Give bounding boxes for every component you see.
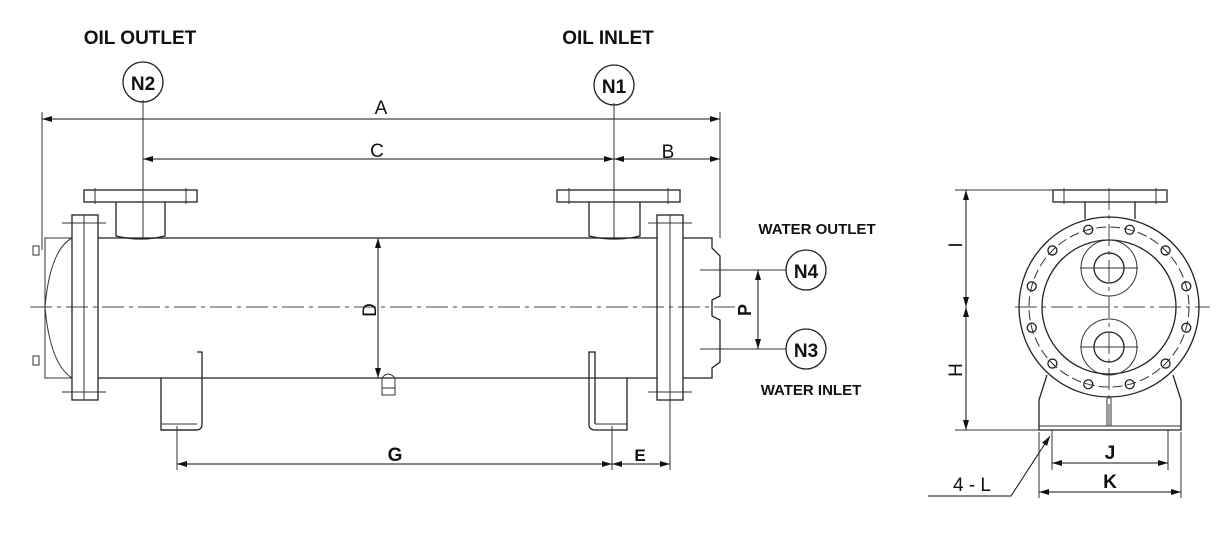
right-support [588,351,628,431]
dim-i-label: I [946,242,967,247]
dim-g-label: G [388,445,403,466]
n2-nozzle-neck [115,202,166,240]
bolt-hole [1124,379,1135,390]
n1-nozzle-neck [588,202,641,240]
water-outlet-label: WATER OUTLET [758,221,875,238]
n1-label: N1 [602,77,627,98]
bolt-hole [1181,281,1192,292]
oil-outlet-label: OIL OUTLET [84,28,197,49]
bolt-hole [1026,281,1037,292]
dim-k-label: K [1103,472,1117,493]
flange-bolts [1026,224,1192,390]
dim-p-label: P [735,304,755,316]
bolt-circle [1028,226,1190,388]
drain-plug [381,373,396,389]
water-inlet-label: WATER INLET [761,382,862,399]
left-support [160,378,197,431]
side-outer-flange [1018,216,1200,398]
n2-nozzle-flange [83,189,198,203]
bolt-hole [1160,245,1171,256]
bolt-hole [1026,322,1037,333]
side-nozzle-flange [1052,189,1168,203]
left-head-outline [44,237,72,379]
dim-j-label: J [1105,443,1116,464]
bolt-hole [1124,224,1135,235]
front-view [30,61,827,470]
side-support [1038,374,1182,431]
bolt-hole [1181,322,1192,333]
n1-nozzle-flange [556,189,681,203]
n4-tag [785,249,827,291]
dim-c-label: C [370,141,384,162]
dim-a-label: A [375,98,388,119]
dim-h-label: H [946,363,967,377]
n2-label: N2 [131,74,155,95]
leader-4-l [928,435,1051,497]
bolt-hole [1083,379,1094,390]
left-bolt-top [32,245,40,256]
n3-tag [785,328,827,370]
n2-tag [122,61,164,103]
bolt-hole [1047,245,1058,256]
left-head-dome [44,237,73,379]
dim-l-label: 4 - L [953,475,991,496]
n3-label: N3 [794,341,818,362]
dim-e-label: E [634,446,645,465]
dim-b-label: B [662,142,675,163]
side-view [928,188,1210,498]
dim-d-label: D [360,303,381,317]
n4-label: N4 [794,262,819,283]
bolt-hole [1160,358,1171,369]
bolt-hole [1083,224,1094,235]
left-flange [71,214,99,401]
water-channel [683,237,721,379]
left-bolt-bottom [32,355,40,366]
n1-tag [593,64,635,106]
oil-inlet-label: OIL INLET [562,28,654,49]
bolt-hole [1047,358,1058,369]
